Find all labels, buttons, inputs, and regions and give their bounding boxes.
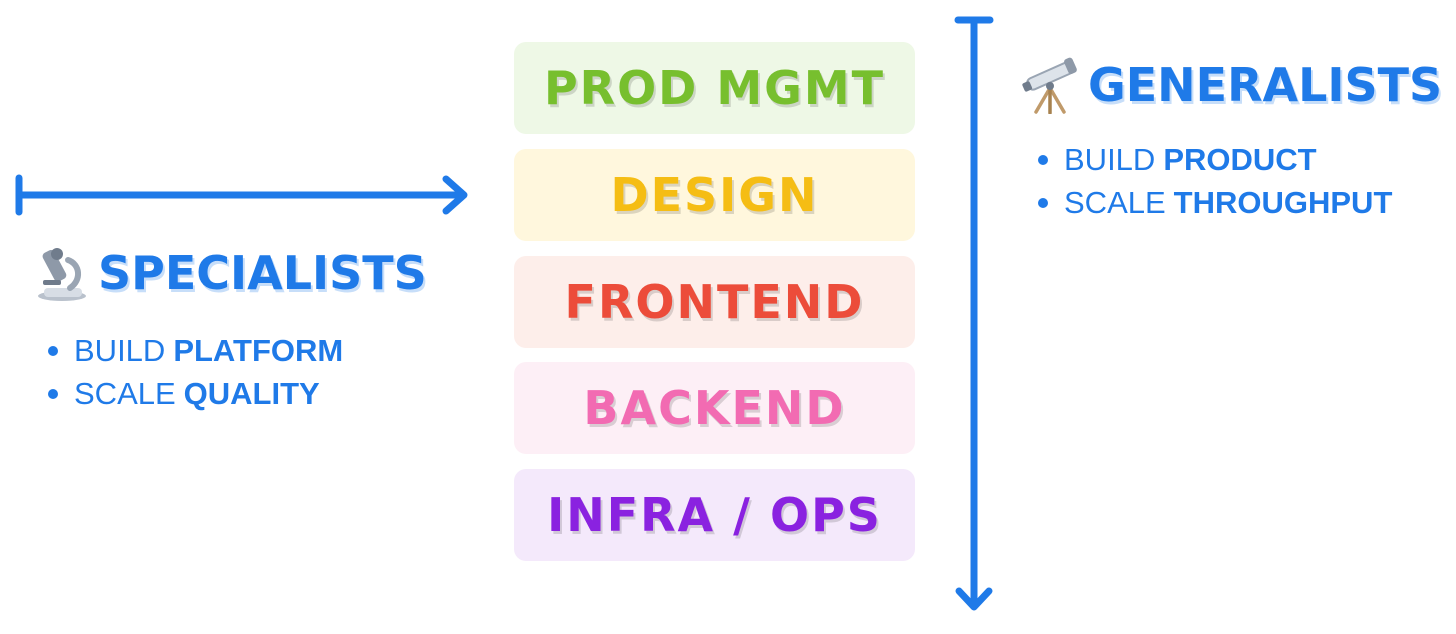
bullet-dot xyxy=(48,388,58,399)
layer-label: FRONTEND xyxy=(564,275,865,329)
specialists-title-text: SPECIALISTS xyxy=(98,246,427,300)
layer-label: DESIGN xyxy=(610,168,819,222)
bullet-verb: BUILD xyxy=(1064,142,1156,177)
layer-frontend: FRONTEND xyxy=(514,256,915,348)
horizontal-arrow xyxy=(15,174,468,216)
bullet-verb: SCALE xyxy=(74,376,176,411)
microscope-icon xyxy=(38,248,86,301)
bullet-dot xyxy=(1038,197,1048,208)
vertical-arrow xyxy=(954,16,994,611)
layer-design: DESIGN xyxy=(514,149,915,241)
bullet-object: THROUGHPUT xyxy=(1173,185,1393,220)
telescope-icon xyxy=(1022,57,1077,114)
bullet-verb: BUILD xyxy=(74,333,166,368)
generalists-bullet: SCALE THROUGHPUT xyxy=(1038,181,1392,224)
specialists-bullet: BUILD PLATFORM xyxy=(48,329,343,372)
vertical-arrow-head xyxy=(955,587,993,611)
generalists-bullets: BUILD PRODUCT SCALE THROUGHPUT xyxy=(1038,138,1392,224)
horizontal-arrow-head xyxy=(442,175,468,215)
layer-infra-ops: INFRA / OPS xyxy=(514,469,915,561)
bullet-object: PRODUCT xyxy=(1163,142,1317,177)
generalists-title-text: GENERALISTS xyxy=(1088,58,1443,112)
generalists-bullet: BUILD PRODUCT xyxy=(1038,138,1392,181)
specialists-bullets: BUILD PLATFORM SCALE QUALITY xyxy=(48,329,343,415)
specialists-bullet: SCALE QUALITY xyxy=(48,372,343,415)
layer-label: BACKEND xyxy=(583,381,846,435)
layer-label: PROD MGMT xyxy=(543,61,886,115)
bullet-verb: SCALE xyxy=(1064,185,1166,220)
bullet-dot xyxy=(48,345,58,356)
layer-backend: BACKEND xyxy=(514,362,915,454)
bullet-object: PLATFORM xyxy=(173,333,344,368)
layer-label: INFRA / OPS xyxy=(547,488,882,542)
specialists-heading: SPECIALISTS xyxy=(30,244,427,302)
layer-prod-mgmt: PROD MGMT xyxy=(514,42,915,134)
bullet-dot xyxy=(1038,154,1048,165)
bullet-object: QUALITY xyxy=(183,376,320,411)
generalists-heading: GENERALISTS xyxy=(1020,56,1442,114)
